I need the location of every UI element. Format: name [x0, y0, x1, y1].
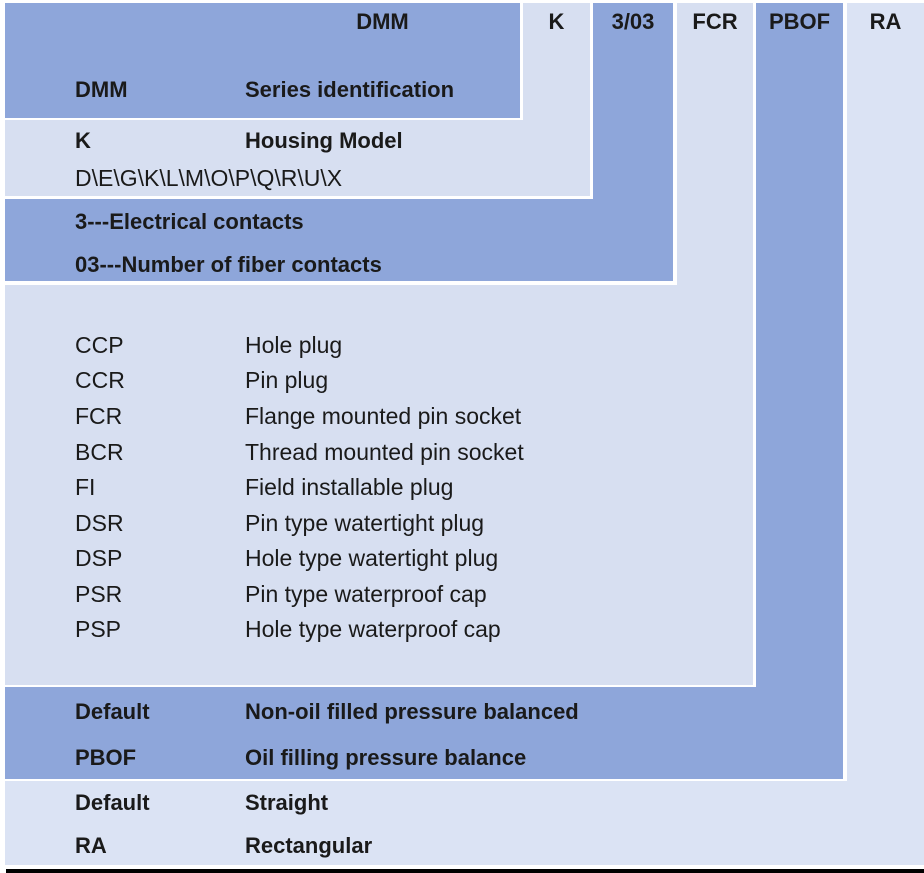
termination-column — [677, 3, 753, 285]
header-segment-termination: FCR — [692, 9, 738, 34]
orientation-label: Straight — [245, 790, 329, 815]
pressure-column — [756, 3, 843, 687]
series-code: DMM — [75, 77, 128, 102]
housing-code: K — [75, 128, 91, 153]
housing-label: Housing Model — [245, 128, 403, 153]
header-segment-contacts: 3/03 — [611, 9, 655, 34]
electrical-contacts-line: 3---Electrical contacts — [75, 209, 304, 234]
list-item-code: PSP — [75, 616, 122, 642]
list-item-label: Pin plug — [245, 367, 329, 393]
list-item-label: Pin type waterproof cap — [245, 581, 487, 607]
header-segment-pressure: PBOF — [768, 9, 831, 34]
orientation-code: Default — [75, 790, 150, 815]
list-item-label: Hole type watertight plug — [245, 545, 499, 571]
list-item-label: Hole plug — [245, 332, 343, 358]
orientation-column — [847, 3, 924, 781]
termination-block — [5, 285, 753, 685]
series-block — [5, 3, 520, 118]
list-item-code: BCR — [75, 439, 124, 465]
list-item-label: Field installable plug — [245, 474, 454, 500]
list-item-code: DSP — [75, 545, 123, 571]
header-segment-orientation: RA — [869, 9, 902, 34]
list-item-label: Thread mounted pin socket — [245, 439, 524, 465]
list-item-code: PSR — [75, 581, 123, 607]
pressure-label: Non-oil filled pressure balanced — [245, 699, 579, 724]
contacts-block — [5, 199, 673, 281]
pressure-label: Oil filling pressure balance — [245, 745, 527, 770]
list-item-code: FCR — [75, 403, 123, 429]
list-item-label: Flange mounted pin socket — [245, 403, 522, 429]
fiber-contacts-line: 03---Number of fiber contacts — [75, 252, 382, 277]
header-series-code: DMM — [356, 9, 409, 34]
orientation-label: Rectangular — [245, 833, 373, 858]
orientation-block — [5, 781, 924, 865]
list-item-code: CCP — [75, 332, 124, 358]
list-item-code: CCR — [75, 367, 125, 393]
pressure-block — [5, 687, 843, 779]
list-item-code: FI — [75, 474, 96, 500]
bottom-border — [6, 869, 924, 873]
pressure-code: Default — [75, 699, 150, 724]
housing-block — [5, 120, 590, 196]
contacts-column — [593, 3, 673, 199]
housing-options: D\E\G\K\L\M\O\P\Q\R\U\X — [75, 165, 343, 191]
list-item-label: Pin type watertight plug — [245, 510, 485, 536]
header-segment-housing: K — [548, 9, 565, 34]
series-label: Series identification — [245, 77, 455, 102]
orientation-code: RA — [75, 833, 107, 858]
list-item-label: Hole type waterproof cap — [245, 616, 501, 642]
list-item-code: DSR — [75, 510, 124, 536]
housing-column — [523, 3, 590, 120]
pressure-code: PBOF — [75, 745, 137, 770]
